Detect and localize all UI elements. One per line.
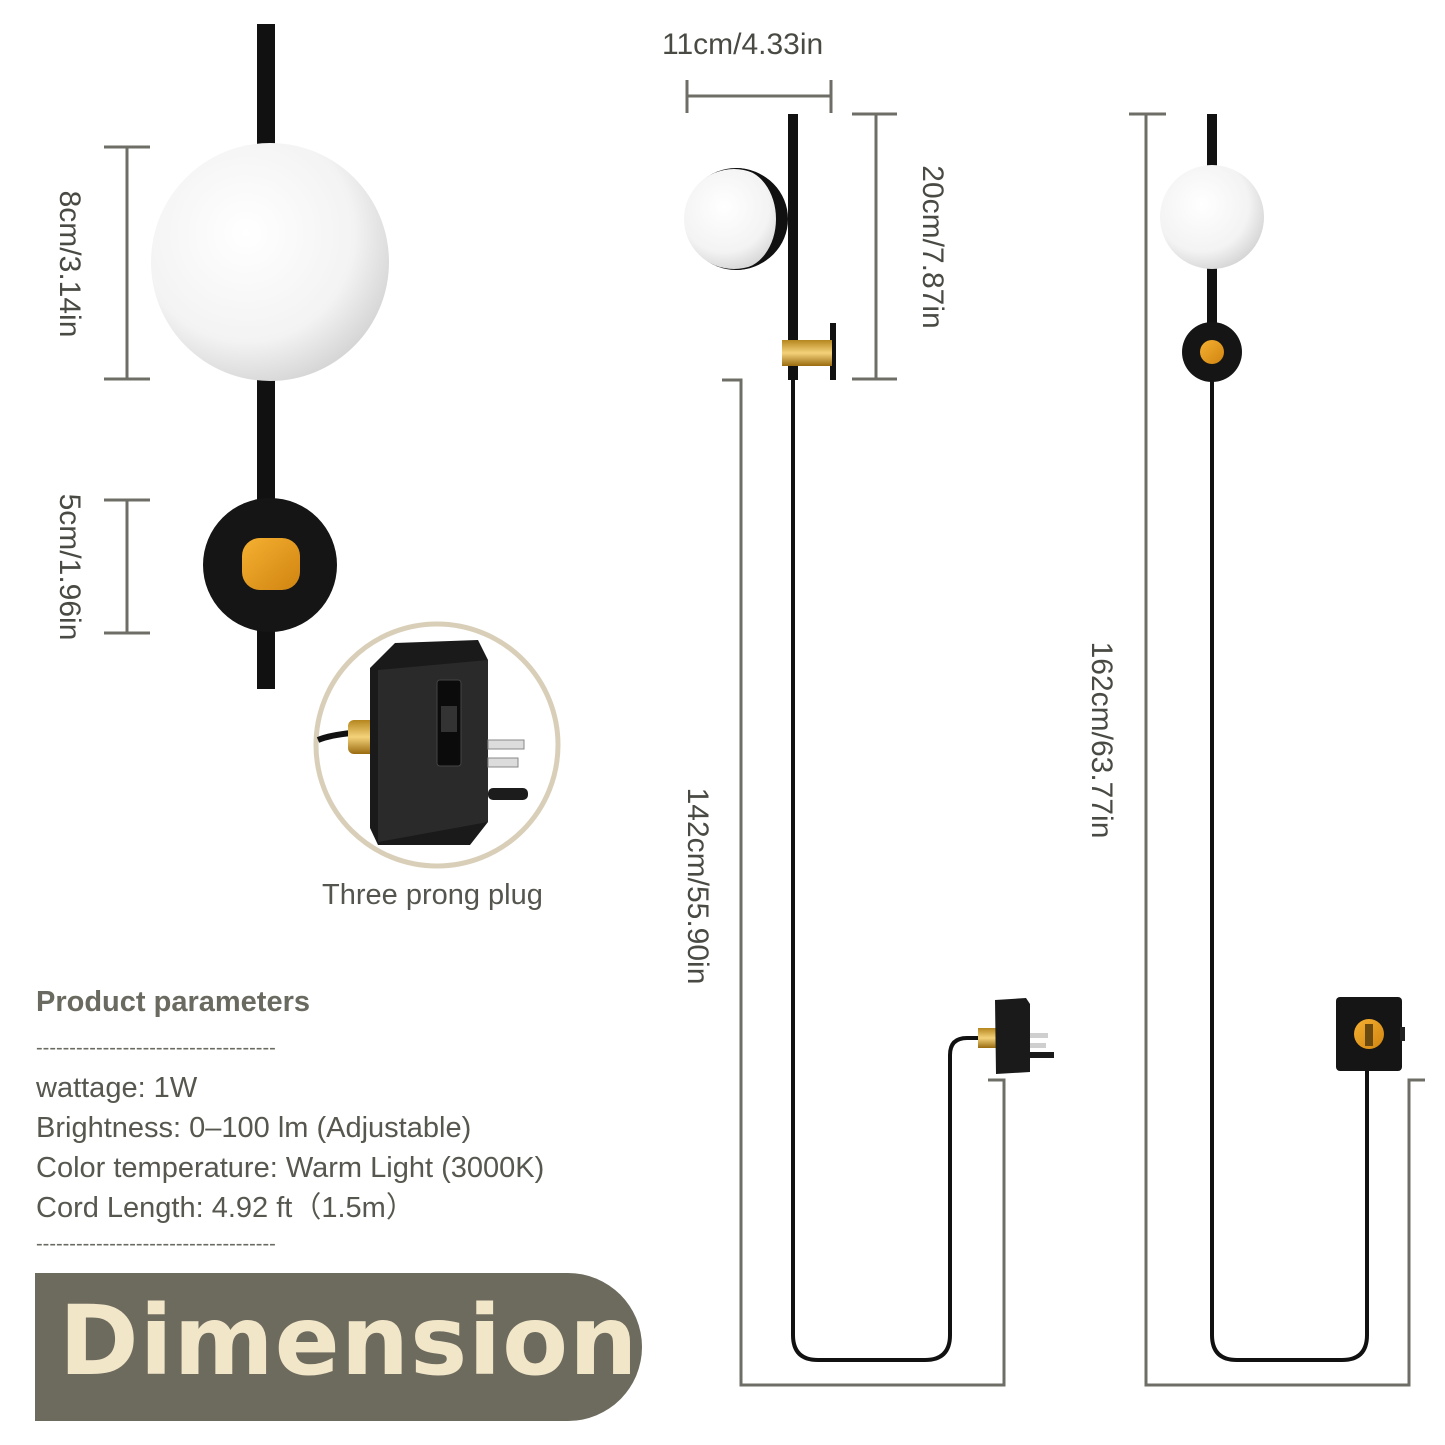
side-plug-connector bbox=[978, 1028, 996, 1048]
base-dimension-bracket bbox=[104, 498, 150, 635]
side-rod bbox=[788, 114, 798, 380]
side-brass-mount bbox=[782, 340, 832, 366]
plug-prong-top bbox=[487, 739, 525, 750]
front-dimension-lines bbox=[1129, 112, 1425, 1387]
plug-prong-mid bbox=[487, 757, 519, 768]
parameters-title: Product parameters bbox=[36, 986, 310, 1018]
dimension-banner: Dimension bbox=[35, 1273, 642, 1421]
globe-dimension-bracket bbox=[104, 145, 150, 381]
plug-caption: Three prong plug bbox=[322, 879, 543, 911]
plug-closeup bbox=[313, 621, 561, 869]
depth-label: 11cm/4.33in bbox=[662, 28, 824, 61]
param-color-temperature: Color temperature: Warm Light (3000K) bbox=[36, 1152, 545, 1184]
globe-diameter-label: 8cm/3.14in bbox=[53, 190, 86, 338]
separator-bottom: ------------------------------------ bbox=[36, 1234, 276, 1254]
side-cord bbox=[791, 380, 990, 1362]
base-diameter-label: 5cm/1.96in bbox=[53, 493, 86, 641]
front-view-lamp bbox=[1160, 114, 1405, 1362]
brass-knob bbox=[242, 538, 300, 590]
product-parameters: Product parameters ---------------------… bbox=[36, 984, 636, 1254]
globe-shade bbox=[151, 143, 389, 381]
param-cord-length: Cord Length: 4.92 ft（1.5m） bbox=[36, 1192, 415, 1224]
param-brightness: Brightness: 0–100 lm (Adjustable) bbox=[36, 1112, 472, 1144]
param-wattage: wattage: 1W bbox=[36, 1072, 198, 1104]
side-view-lamp bbox=[684, 114, 1054, 1362]
height-label: 20cm/7.87in bbox=[916, 165, 949, 329]
side-plug-prong-a bbox=[1030, 1033, 1048, 1038]
side-dimension-lines bbox=[685, 80, 1006, 1387]
side-mount-bracket bbox=[830, 323, 836, 380]
front-brass-knob bbox=[1200, 340, 1224, 364]
front-cord bbox=[1210, 380, 1369, 1362]
total-length-label: 162cm/63.77in bbox=[1085, 641, 1118, 839]
cord-length-label: 142cm/55.90in bbox=[681, 787, 714, 985]
front-globe-shade bbox=[1160, 165, 1264, 269]
banner-title: Dimension bbox=[59, 1285, 639, 1397]
side-plug-ground bbox=[1030, 1052, 1054, 1058]
plug-switch bbox=[441, 706, 457, 732]
side-globe-shade bbox=[684, 169, 784, 269]
plug-ground-pin bbox=[488, 788, 528, 800]
closeup-lamp bbox=[151, 24, 389, 689]
side-plug-prong-b bbox=[1030, 1043, 1046, 1048]
separator-top: ------------------------------------ bbox=[36, 1038, 276, 1058]
side-plug-body bbox=[995, 998, 1030, 1074]
